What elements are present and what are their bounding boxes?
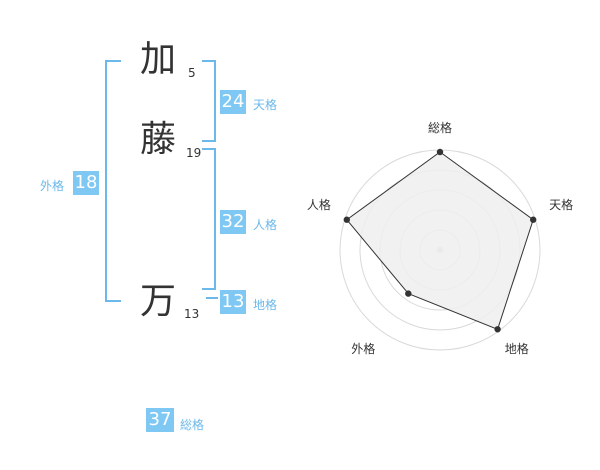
radar-axis-label: 外格 (351, 341, 375, 356)
tenkaku-value: 24 (220, 90, 246, 114)
jinkaku-bracket (202, 148, 216, 290)
radar-point-4 (405, 290, 412, 297)
radar-area (346, 151, 534, 330)
tenkaku-bracket (202, 60, 216, 142)
radar-axis-label: 天格 (549, 197, 573, 212)
soukaku-label: 総格 (180, 418, 205, 432)
radar-point-5 (343, 216, 350, 223)
radar-axis-label: 人格 (307, 197, 331, 212)
gaikaku-label: 外格 (40, 179, 65, 193)
radar-point-1 (436, 148, 444, 156)
chikaku-label: 地格 (253, 298, 278, 312)
radar-point-2 (530, 216, 537, 223)
name-char-2-strokes: 19 (186, 146, 202, 160)
radar-point-3 (494, 326, 501, 333)
chikaku-bracket-line (206, 297, 218, 299)
jinkaku-label: 人格 (253, 218, 278, 232)
gaikaku-bracket (105, 60, 121, 302)
name-char-1-strokes: 5 (188, 66, 196, 80)
gaikaku-value: 18 (73, 171, 99, 195)
chikaku-value: 13 (220, 290, 246, 314)
name-char-2: 藤 (140, 119, 177, 160)
tenkaku-label: 天格 (253, 98, 278, 112)
soukaku-value: 37 (146, 408, 174, 432)
name-char-3-strokes: 13 (184, 307, 200, 321)
name-char-1: 加 (140, 39, 177, 80)
name-char-3: 万 (140, 281, 177, 322)
jinkaku-value: 32 (220, 210, 246, 234)
radar-axis-label: 地格 (505, 341, 529, 356)
radar-axis-label: 総格 (428, 120, 452, 135)
